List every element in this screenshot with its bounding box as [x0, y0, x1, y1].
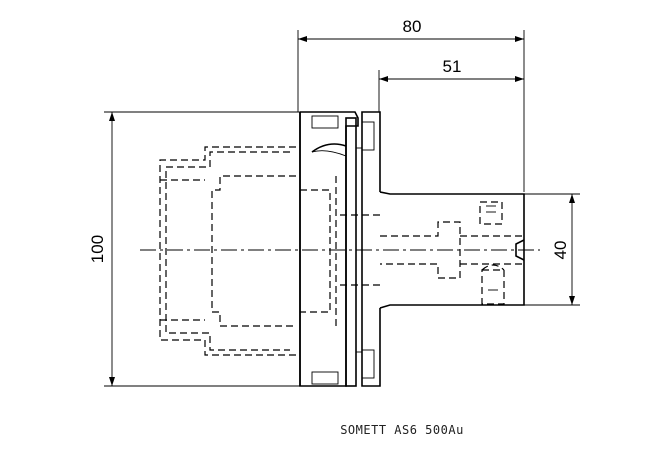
hidden-lines-shank [380, 201, 525, 305]
dimension-label-shank-diameter: 40 [551, 241, 570, 260]
dimension-shank-length: 51 [378, 57, 524, 112]
tool-holder-outline [299, 111, 525, 387]
dimension-label-flange-diameter: 100 [88, 235, 107, 263]
dimension-label-shank-length: 51 [443, 57, 462, 76]
dimension-shank-diameter: 40 [522, 193, 580, 306]
hidden-lines-chuck [159, 146, 380, 356]
drawing-caption: SOMETT AS6 500Au [340, 423, 464, 437]
dimension-label-overall-length: 80 [403, 17, 422, 36]
dimension-overall-length: 80 [297, 17, 525, 192]
dimension-flange-diameter: 100 [88, 111, 300, 387]
